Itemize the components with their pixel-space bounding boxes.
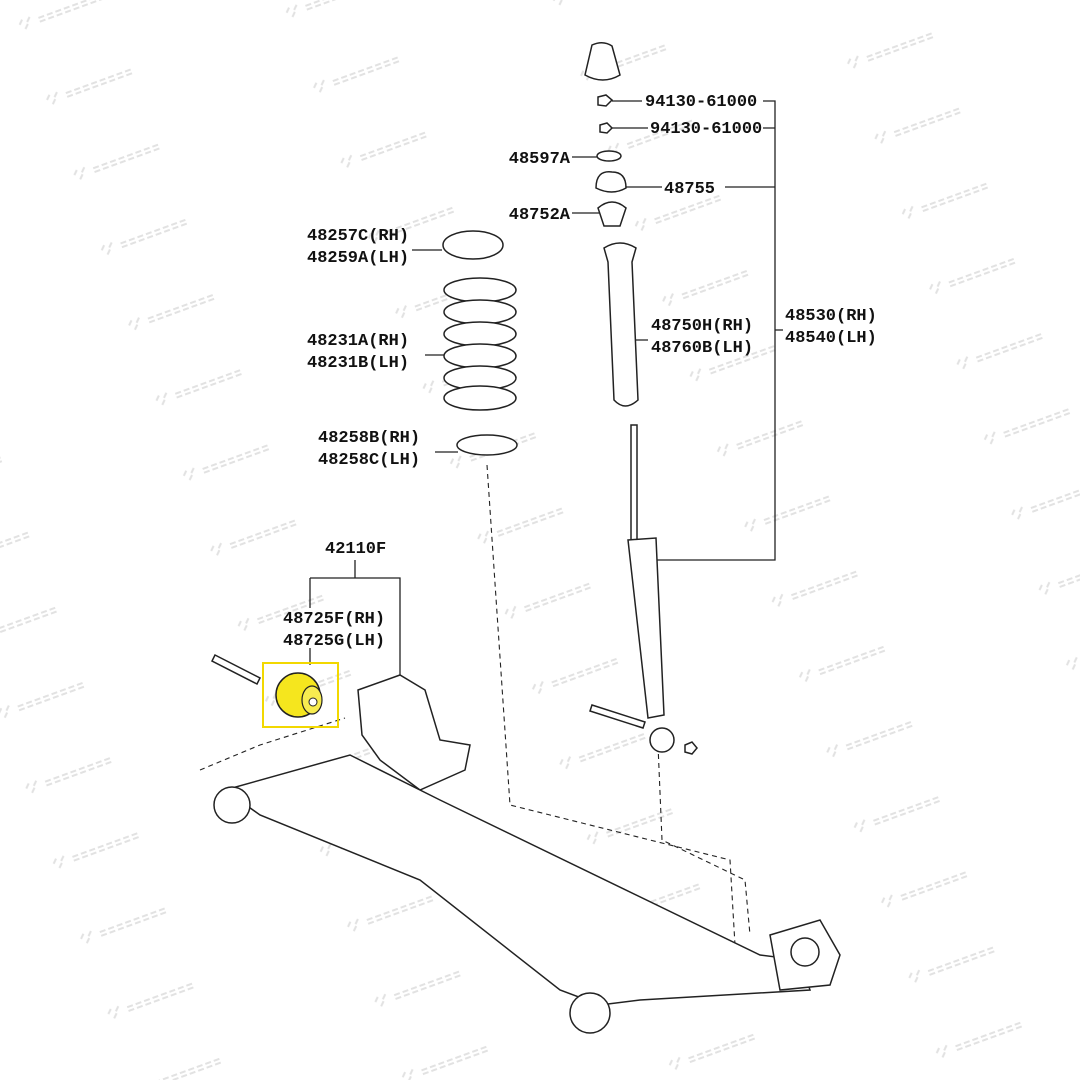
bushing-bolt	[210, 653, 262, 686]
upper-spring-seat	[442, 230, 504, 260]
bearing-48752a	[597, 201, 627, 227]
coil-spring	[443, 277, 517, 411]
label-upper-seat-rh: 48257C(RH)	[307, 227, 409, 246]
label-absorber-lh: 48540(LH)	[785, 329, 877, 348]
nut-lower-icon	[599, 122, 614, 134]
bushing-48725f	[275, 672, 323, 718]
label-absorber-rh: 48530(RH)	[785, 307, 877, 326]
dust-boot	[603, 242, 639, 407]
dashed-guides	[199, 464, 751, 946]
shock-absorber	[589, 424, 698, 755]
washer-48597a	[596, 150, 622, 162]
label-lower-seat-lh: 48258C(LH)	[318, 451, 420, 470]
axle-beam	[213, 754, 841, 1034]
label-washer: 48597A	[509, 150, 571, 169]
bump-cap	[584, 42, 621, 81]
bushing-highlight-box	[262, 662, 339, 728]
label-spring-rh: 48231A(RH)	[307, 332, 409, 351]
label-lower-seat-rh: 48258B(RH)	[318, 429, 420, 448]
label-nut-2: 94130-61000	[650, 120, 762, 139]
label-boot-lh: 48760B(LH)	[651, 339, 753, 358]
nut-upper-icon	[597, 94, 614, 107]
label-bearing: 48752A	[509, 206, 571, 225]
label-axle-beam: 42110F	[325, 540, 386, 559]
trailing-arm-bracket	[357, 674, 471, 791]
label-support: 48755	[664, 180, 715, 199]
lower-spring-seat	[456, 434, 518, 456]
label-bushing-rh: 48725F(RH)	[283, 610, 385, 629]
label-upper-seat-lh: 48259A(LH)	[307, 249, 409, 268]
label-nut-1: 94130-61000	[645, 93, 757, 112]
label-boot-rh: 48750H(RH)	[651, 317, 753, 336]
support-48755	[595, 171, 627, 193]
leader-lines	[309, 100, 783, 680]
label-bushing-lh: 48725G(LH)	[283, 632, 385, 651]
label-spring-lh: 48231B(LH)	[307, 354, 409, 373]
